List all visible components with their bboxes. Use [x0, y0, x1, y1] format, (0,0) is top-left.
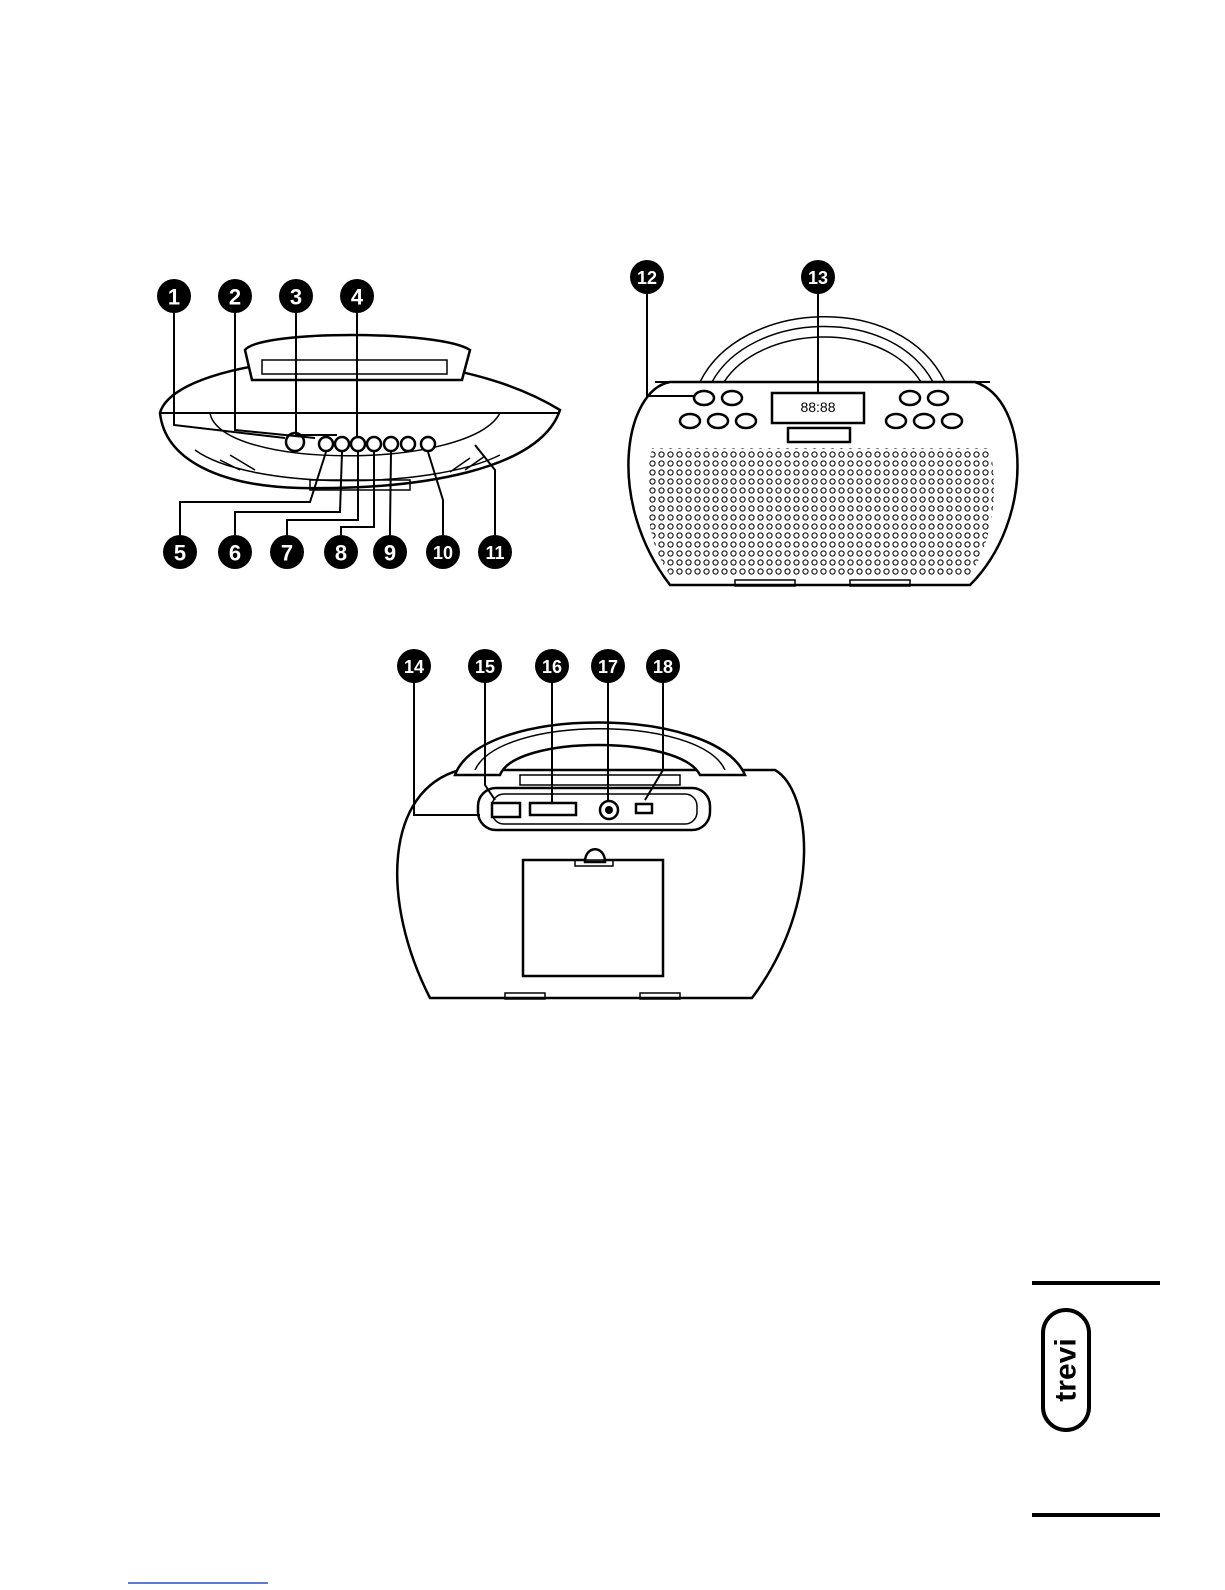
callout-number: 16 — [542, 657, 562, 677]
callout-badge-10: 10 — [426, 535, 460, 569]
trevi-logo-icon: trevi — [1043, 1310, 1089, 1430]
callout-badge-13: 13 — [801, 260, 835, 294]
front-view-illustration: 88:88 — [628, 317, 1017, 586]
callout-badge-4: 4 — [340, 279, 374, 313]
back-view-illustration — [397, 723, 804, 1000]
callout-badge-17: 17 — [591, 649, 625, 683]
callout-number: 17 — [598, 657, 618, 677]
callout-number: 1 — [168, 285, 180, 310]
callout-badge-8: 8 — [324, 535, 358, 569]
logo-text: trevi — [1050, 1338, 1083, 1401]
callout-number: 6 — [229, 541, 241, 566]
callout-number: 15 — [475, 657, 495, 677]
brand-block: trevi — [1032, 1283, 1160, 1515]
callout-badge-7: 7 — [270, 535, 304, 569]
callout-number: 10 — [433, 543, 453, 563]
callout-number: 4 — [351, 285, 364, 310]
svg-text:88:88: 88:88 — [800, 399, 835, 415]
callout-badge-3: 3 — [279, 279, 313, 313]
top-view-illustration — [160, 335, 560, 490]
callout-badge-14: 14 — [397, 649, 431, 683]
callout-number: 8 — [335, 541, 347, 566]
callout-number: 14 — [404, 657, 424, 677]
callout-number: 11 — [485, 543, 504, 563]
callout-badge-11: 11 — [478, 535, 512, 569]
callout-badge-5: 5 — [163, 535, 197, 569]
callout-number: 2 — [229, 285, 241, 310]
callout-number: 5 — [174, 541, 186, 566]
callout-badge-16: 16 — [535, 649, 569, 683]
callout-number: 12 — [637, 268, 657, 288]
callout-badge-9: 9 — [373, 535, 407, 569]
callout-badge-1: 1 — [157, 279, 191, 313]
callout-number: 13 — [808, 268, 828, 288]
callout-number: 7 — [281, 541, 293, 566]
callout-number: 9 — [384, 541, 396, 566]
callout-badge-18: 18 — [646, 649, 680, 683]
callout-badge-15: 15 — [468, 649, 502, 683]
callout-number: 18 — [653, 657, 673, 677]
callout-badge-12: 12 — [630, 260, 664, 294]
callout-number: 3 — [290, 285, 302, 310]
callout-badge-2: 2 — [218, 279, 252, 313]
callout-badge-6: 6 — [218, 535, 252, 569]
